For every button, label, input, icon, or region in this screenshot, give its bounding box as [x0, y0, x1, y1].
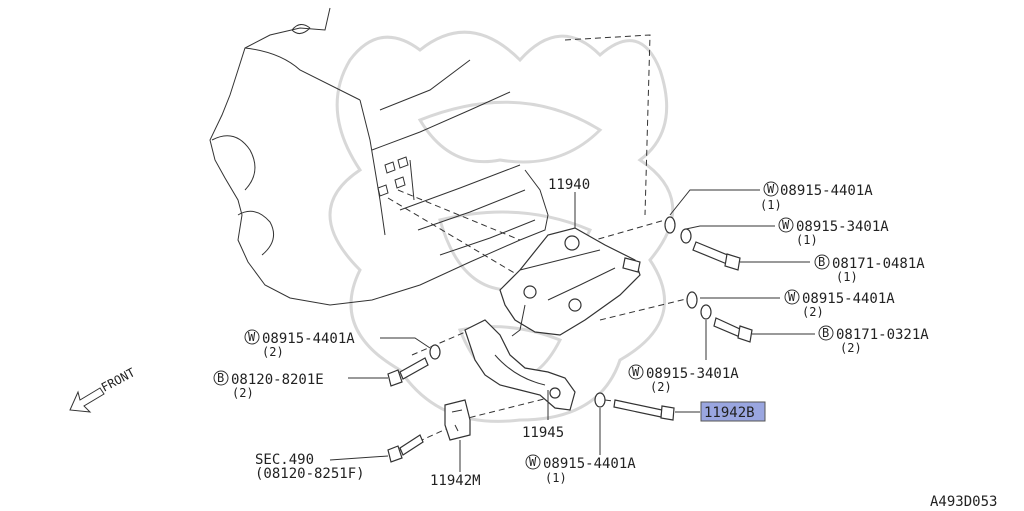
bolt-symbol-icon — [818, 325, 834, 341]
part-number: 08915-4401A — [802, 291, 895, 307]
front-arrow: FRONT — [69, 365, 137, 413]
fasteners — [387, 216, 753, 463]
bracket-11945 — [464, 319, 576, 411]
part-number: 08915-4401A — [780, 183, 873, 199]
callout-b1[interactable]: B 08171-0481A (1) — [814, 254, 925, 284]
bracket-11940 — [499, 227, 641, 337]
part-number: 08171-0321A — [836, 327, 929, 343]
part-number: 11945 — [522, 425, 564, 441]
part-number: 08120-8201E — [231, 372, 324, 388]
svg-text:B: B — [818, 255, 825, 269]
callout-b3[interactable]: B 08120-8201E (2) — [213, 370, 324, 400]
svg-text:B: B — [217, 371, 224, 385]
highlight-box — [700, 401, 766, 422]
callout-w5[interactable]: W 08915-3401A (2) — [628, 364, 739, 394]
diagram-id-code: A493D053 — [930, 494, 997, 510]
washer-symbol-icon — [763, 181, 779, 197]
bolt-symbol-icon — [814, 254, 830, 270]
part-number: 08915-4401A — [543, 456, 636, 472]
bolt-symbol-icon — [213, 370, 229, 386]
quantity: (1) — [545, 471, 567, 485]
callout-11945[interactable]: 11945 — [522, 425, 564, 441]
callout-b2[interactable]: B 08171-0321A (2) — [818, 325, 929, 355]
quantity: (1) — [760, 198, 782, 212]
washer-symbol-icon — [525, 454, 541, 470]
svg-text:W: W — [632, 365, 640, 379]
mount-block-11942m — [444, 399, 471, 441]
svg-text:W: W — [248, 330, 256, 344]
quantity: (2) — [840, 341, 862, 355]
washer-symbol-icon — [628, 364, 644, 380]
quantity: (2) — [262, 345, 284, 359]
part-number: (08120-8251F) — [255, 466, 365, 482]
washer-symbol-icon — [244, 329, 260, 345]
callout-11940[interactable]: 11940 — [548, 177, 590, 193]
quantity: (2) — [802, 305, 824, 319]
callout-w3[interactable]: W 08915-4401A (2) — [784, 289, 895, 319]
quantity: (1) — [796, 233, 818, 247]
svg-text:B: B — [822, 326, 829, 340]
washer-symbol-icon — [778, 217, 794, 233]
part-number: 11940 — [548, 177, 590, 193]
svg-text:W: W — [529, 455, 537, 469]
front-label: FRONT — [99, 365, 137, 394]
svg-text:W: W — [782, 218, 790, 232]
callout-11942b-highlighted[interactable]: 11942B — [700, 401, 766, 422]
callout-w1[interactable]: W 08915-4401A (1) — [760, 181, 873, 212]
callout-w4[interactable]: W 08915-4401A (2) — [244, 329, 355, 359]
part-number: 11942M — [430, 473, 481, 489]
callout-11942m[interactable]: 11942M — [430, 473, 481, 489]
quantity: (2) — [650, 380, 672, 394]
part-number: 08171-0481A — [832, 256, 925, 272]
engine-block — [209, 7, 549, 306]
callout-w2[interactable]: W 08915-3401A (1) — [778, 217, 889, 247]
svg-text:W: W — [767, 182, 775, 196]
quantity: (2) — [232, 386, 254, 400]
part-number: 08915-3401A — [796, 219, 889, 235]
part-number: 08915-4401A — [262, 331, 355, 347]
leader-lines — [329, 189, 815, 472]
washer-symbol-icon — [784, 289, 800, 305]
callout-sec490[interactable]: SEC.490 (08120-8251F) — [255, 452, 365, 482]
quantity: (1) — [836, 270, 858, 284]
part-number: 08915-3401A — [646, 366, 739, 382]
svg-text:W: W — [788, 290, 796, 304]
callout-w6[interactable]: W 08915-4401A (1) — [525, 454, 636, 485]
part-number: 11942B — [704, 405, 755, 421]
section-reference: SEC.490 — [255, 452, 314, 468]
